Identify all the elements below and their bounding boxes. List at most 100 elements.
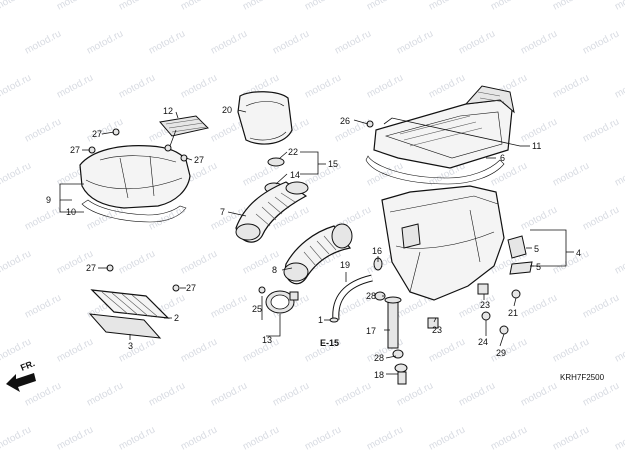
inlet-tube	[283, 223, 353, 285]
drain-plug	[374, 291, 408, 385]
callout-27c: 27	[194, 155, 204, 165]
callout-22: 22	[288, 147, 298, 157]
cover-seal	[81, 199, 187, 223]
watermark-text: motod.ru	[147, 380, 187, 408]
watermark-text: motod.ru	[427, 336, 467, 364]
callout-13: 13	[262, 335, 272, 345]
watermark-text: motod.ru	[55, 0, 95, 13]
watermark-text: motod.ru	[365, 0, 405, 13]
air-cleaner-cover	[79, 145, 191, 209]
callout-labels: 1 2 3 4 5 5 6 7 8 9 10 11 12 13 14 15 16…	[46, 105, 581, 380]
callout-28b: 28	[374, 353, 384, 363]
watermark-text: motod.ru	[271, 380, 311, 408]
watermark-text: motod.ru	[581, 204, 621, 232]
watermark-text: motod.ru	[519, 380, 559, 408]
callout-10: 10	[66, 207, 76, 217]
callout-27a: 27	[92, 129, 102, 139]
callout-2: 2	[174, 313, 179, 323]
watermark-text: motod.ru	[489, 424, 529, 452]
watermark-text: motod.ru	[23, 204, 63, 232]
watermark-text: motod.ru	[427, 424, 467, 452]
watermark-text: motod.ru	[551, 160, 591, 188]
watermark-text: motod.ru	[333, 28, 373, 56]
watermark-text: motod.ru	[55, 72, 95, 100]
callout-8: 8	[272, 265, 277, 275]
callout-27e: 27	[186, 283, 196, 293]
leader-lines	[59, 109, 574, 375]
callout-1: 1	[318, 315, 323, 325]
upper-case-seal	[365, 155, 505, 185]
watermark-text: motod.ru	[117, 0, 157, 13]
watermark-text: motod.ru	[551, 336, 591, 364]
watermark-text: motod.ru	[179, 72, 219, 100]
watermark-text: motod.ru	[55, 336, 95, 364]
filter-sponge	[88, 313, 162, 339]
callout-9: 9	[46, 195, 51, 205]
callout-27b: 27	[70, 145, 80, 155]
watermark-text: motod.ru	[551, 248, 591, 276]
watermark-text: motod.ru	[581, 116, 621, 144]
watermark-text: motod.ru	[613, 336, 625, 364]
watermark-text: motod.ru	[271, 28, 311, 56]
callout-16: 16	[372, 246, 382, 256]
tube-clamp	[265, 290, 299, 314]
watermark-text: motod.ru	[489, 160, 529, 188]
watermark-text: motod.ru	[427, 72, 467, 100]
drain-tube	[329, 274, 373, 323]
watermark-text: motod.ru	[551, 424, 591, 452]
watermark-text: motod.ru	[117, 72, 157, 100]
callout-18: 18	[374, 370, 384, 380]
callout-5a: 5	[534, 244, 539, 254]
watermark-text: motod.ru	[117, 424, 157, 452]
callout-21: 21	[508, 308, 518, 318]
watermark-text: motod.ru	[581, 292, 621, 320]
watermark-text: motod.ru	[519, 292, 559, 320]
watermark-text: motod.ru	[395, 28, 435, 56]
callout-5b: 5	[536, 262, 541, 272]
watermark-text: motod.ru	[241, 0, 281, 13]
callout-23a: 23	[432, 325, 442, 335]
watermark-text: motod.ru	[519, 204, 559, 232]
callout-7: 7	[220, 207, 225, 217]
watermark-text: motod.ru	[209, 380, 249, 408]
watermark-text: motod.ru	[427, 0, 467, 13]
watermark-text: motod.ru	[55, 424, 95, 452]
watermark-text: motod.ru	[147, 204, 187, 232]
watermark-text: motod.ru	[147, 28, 187, 56]
watermark-text: motod.ru	[0, 424, 33, 452]
watermark-text: motod.ru	[613, 0, 625, 13]
watermark-text: motod.ru	[613, 424, 625, 452]
fasteners	[88, 120, 521, 335]
watermark-text: motod.ru	[241, 424, 281, 452]
watermark-text: motod.ru	[613, 72, 625, 100]
watermark-text: motod.ru	[303, 72, 343, 100]
callout-23b: 23	[480, 300, 490, 310]
watermark-text: motod.ru	[519, 28, 559, 56]
watermark-text: motod.ru	[489, 0, 529, 13]
callout-28a: 28	[366, 291, 376, 301]
watermark-text: motod.ru	[209, 292, 249, 320]
callout-27d: 27	[86, 263, 96, 273]
callout-25: 25	[252, 304, 262, 314]
callout-3: 3	[128, 341, 133, 351]
callout-19: 19	[340, 260, 350, 270]
watermark-text: motod.ru	[23, 116, 63, 144]
reference-label-e15: E-15	[320, 338, 339, 348]
intake-boot	[237, 91, 293, 145]
watermark-text: motod.ru	[85, 28, 125, 56]
watermark-text: motod.ru	[179, 0, 219, 13]
callout-29: 29	[496, 348, 506, 358]
callout-24: 24	[478, 337, 488, 347]
connecting-tube	[235, 181, 309, 243]
watermark-text: motod.ru	[0, 248, 33, 276]
watermark-text: motod.ru	[457, 380, 497, 408]
watermark-text: motod.ru	[395, 380, 435, 408]
side-plate	[507, 235, 533, 275]
watermark-text: motod.ru	[209, 28, 249, 56]
watermark-text: motod.ru	[23, 292, 63, 320]
watermark-text: motod.ru	[613, 160, 625, 188]
watermark-text: motod.ru	[23, 28, 63, 56]
air-cleaner-upper-case	[373, 85, 515, 169]
watermark-text: motod.ru	[0, 72, 33, 100]
